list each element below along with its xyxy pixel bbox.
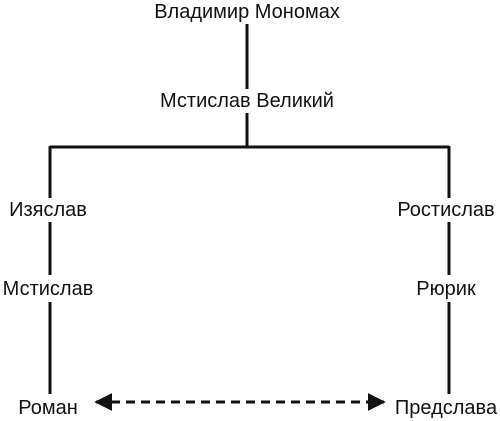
node-izyaslav: Изяслав: [7, 198, 89, 222]
node-roman: Роман: [16, 396, 80, 420]
node-ryurik: Рюрик: [414, 277, 478, 301]
node-rostislav: Ростислав: [395, 198, 497, 222]
node-predslava: Предслава: [392, 396, 500, 420]
node-mstislav-velikiy: Мстислав Великий: [158, 89, 336, 113]
node-vladimir-monomakh: Владимир Мономах: [152, 0, 342, 24]
node-mstislav: Мстислав: [0, 277, 96, 301]
